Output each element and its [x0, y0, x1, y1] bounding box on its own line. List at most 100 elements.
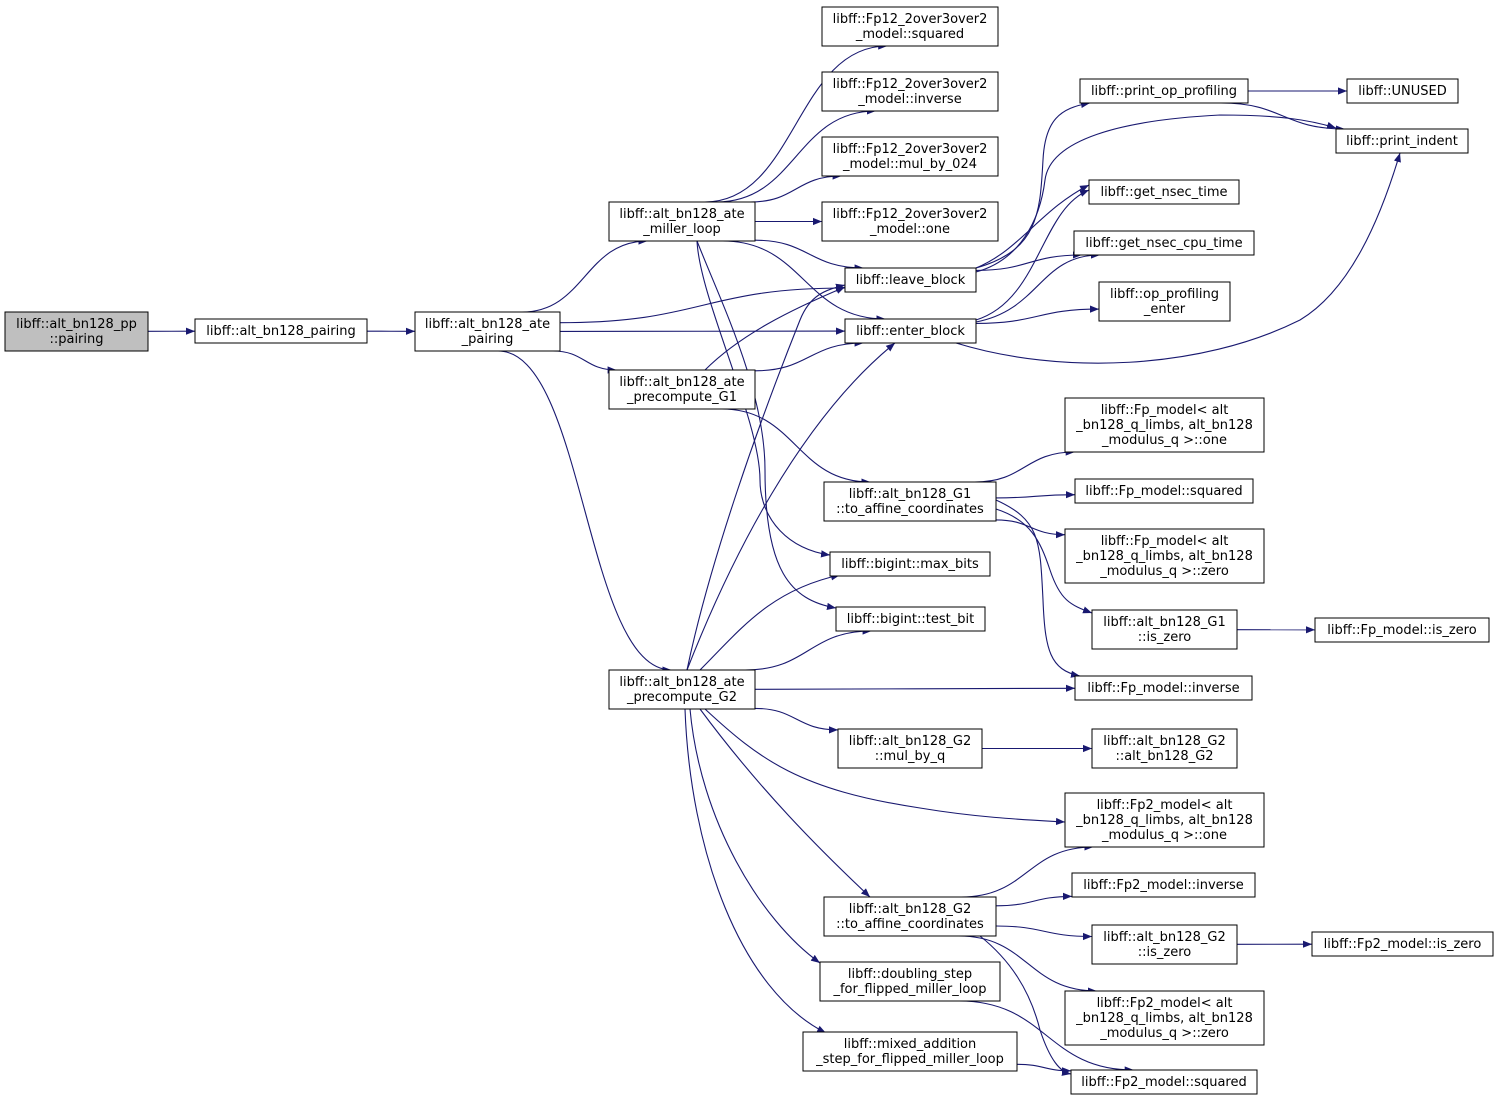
edge-arrow: [995, 491, 1076, 499]
edge-miller_loop-to-fp12_mul024: [750, 172, 842, 203]
node-box[interactable]: [802, 1031, 1018, 1072]
node-fp-is-zero[interactable]: libff::Fp_model::is_zero: [1314, 617, 1490, 643]
node-box[interactable]: [823, 896, 997, 937]
node-doubling[interactable]: libff::doubling_step_for_flipped_miller_…: [819, 961, 1001, 1002]
node-label: _modulus_q >::one: [1101, 433, 1227, 448]
node-mixed-add[interactable]: libff::mixed_addition_step_for_flipped_m…: [802, 1031, 1018, 1072]
node-box[interactable]: [414, 311, 561, 352]
node-fp2-inverse[interactable]: libff::Fp2_model::inverse: [1071, 872, 1256, 898]
node-label: _model::inverse: [857, 92, 961, 107]
node-box[interactable]: [821, 6, 999, 47]
node-pp-pairing[interactable]: libff::alt_bn128_pp::pairing: [4, 311, 149, 352]
node-fp12-squared[interactable]: libff::Fp12_2over3over2_model::squared: [821, 6, 999, 47]
node-box[interactable]: [1091, 924, 1238, 965]
node-ate-pairing[interactable]: libff::alt_bn128_ate_pairing: [414, 311, 561, 352]
node-fp-one[interactable]: libff::Fp_model< alt_bn128_q_limbs, alt_…: [1064, 397, 1265, 453]
node-nsec[interactable]: libff::get_nsec_time: [1088, 179, 1240, 205]
edge-pre_g2-to-max_bits: [699, 573, 841, 671]
edge-arrow: [958, 935, 1097, 995]
node-label: ::to_affine_coordinates: [836, 917, 984, 932]
node-test-bit[interactable]: libff::bigint::test_bit: [835, 606, 986, 632]
node-box[interactable]: [1064, 528, 1265, 584]
node-box[interactable]: [1064, 990, 1265, 1046]
node-box[interactable]: [1073, 230, 1255, 256]
edge-arrow: [559, 284, 846, 324]
node-g2-is-zero[interactable]: libff::alt_bn128_G2::is_zero: [1091, 924, 1238, 965]
node-box[interactable]: [1079, 78, 1249, 104]
node-label: ::alt_bn128_G2: [1115, 749, 1213, 764]
node-op-enter[interactable]: libff::op_profiling_enter: [1098, 281, 1231, 322]
node-miller-loop[interactable]: libff::alt_bn128_ate_miller_loop: [608, 201, 756, 242]
node-label: _modulus_q >::zero: [1099, 1026, 1229, 1041]
edge-arrow: [754, 339, 864, 372]
edge-leave-to-print_op: [975, 100, 1091, 269]
node-box[interactable]: [821, 136, 999, 177]
node-box[interactable]: [821, 71, 999, 112]
node-box[interactable]: [608, 201, 756, 242]
node-label: libff::Fp2_model::is_zero: [1324, 937, 1482, 952]
node-fp12-one[interactable]: libff::Fp12_2over3over2_model::one: [821, 201, 999, 242]
node-max-bits[interactable]: libff::bigint::max_bits: [829, 551, 991, 577]
node-pre-g1[interactable]: libff::alt_bn128_ate_precompute_G1: [608, 369, 756, 410]
node-box[interactable]: [1088, 179, 1240, 205]
node-fp2-is-zero[interactable]: libff::Fp2_model::is_zero: [1311, 931, 1494, 957]
node-box[interactable]: [821, 201, 999, 242]
node-box[interactable]: [829, 551, 991, 577]
node-leave[interactable]: libff::leave_block: [844, 267, 977, 293]
node-box[interactable]: [1091, 728, 1238, 769]
node-box[interactable]: [1064, 792, 1265, 848]
node-box[interactable]: [1314, 617, 1490, 643]
node-fp2-one[interactable]: libff::Fp2_model< alt_bn128_q_limbs, alt…: [1064, 792, 1265, 848]
node-nsec-cpu[interactable]: libff::get_nsec_cpu_time: [1073, 230, 1255, 256]
node-box[interactable]: [837, 728, 983, 769]
node-box[interactable]: [1335, 128, 1469, 154]
node-box[interactable]: [844, 318, 977, 344]
node-g1-is-zero[interactable]: libff::alt_bn128_G1::is_zero: [1091, 609, 1238, 650]
node-box[interactable]: [1074, 675, 1253, 701]
node-box[interactable]: [823, 481, 997, 522]
node-g2-affine[interactable]: libff::alt_bn128_G2::to_affine_coordinat…: [823, 896, 997, 937]
node-fp2-zero[interactable]: libff::Fp2_model< alt_bn128_q_limbs, alt…: [1064, 990, 1265, 1046]
node-box[interactable]: [835, 606, 986, 632]
node-unused[interactable]: libff::UNUSED: [1346, 78, 1459, 104]
edge-arrow: [699, 573, 841, 671]
node-box[interactable]: [194, 318, 368, 344]
node-print-op[interactable]: libff::print_op_profiling: [1079, 78, 1249, 104]
node-box[interactable]: [1098, 281, 1231, 322]
node-box[interactable]: [844, 267, 977, 293]
node-label: libff::Fp2_model< alt: [1097, 798, 1233, 813]
node-fp-inverse[interactable]: libff::Fp_model::inverse: [1074, 675, 1253, 701]
node-box[interactable]: [1091, 609, 1238, 650]
node-label: ::to_affine_coordinates: [836, 502, 984, 517]
node-box[interactable]: [1070, 1069, 1258, 1095]
node-pre-g2[interactable]: libff::alt_bn128_ate_precompute_G2: [608, 669, 756, 710]
node-fp-squared[interactable]: libff::Fp_model::squared: [1074, 478, 1254, 504]
node-box[interactable]: [1071, 872, 1256, 898]
edge-arrow: [716, 107, 876, 203]
node-fp12-mul024[interactable]: libff::Fp12_2over3over2_model::mul_by_02…: [821, 136, 999, 177]
node-print-indent[interactable]: libff::print_indent: [1335, 128, 1469, 154]
node-g2-mul-q[interactable]: libff::alt_bn128_G2::mul_by_q: [837, 728, 983, 769]
node-label: libff::Fp_model< alt: [1101, 403, 1229, 418]
edge-g2_affine-to-g2_is_zero: [995, 925, 1093, 941]
node-box[interactable]: [819, 961, 1001, 1002]
node-box[interactable]: [608, 369, 756, 410]
node-label: libff::Fp_model::inverse: [1087, 681, 1239, 696]
node-pairing[interactable]: libff::alt_bn128_pairing: [194, 318, 368, 344]
edge-arrow: [995, 892, 1073, 907]
node-fp-zero[interactable]: libff::Fp_model< alt_bn128_q_limbs, alt_…: [1064, 528, 1265, 584]
node-g1-affine[interactable]: libff::alt_bn128_G1::to_affine_coordinat…: [823, 481, 997, 522]
node-fp2-squared[interactable]: libff::Fp2_model::squared: [1070, 1069, 1258, 1095]
node-fp12-inverse[interactable]: libff::Fp12_2over3over2_model::inverse: [821, 71, 999, 112]
node-box[interactable]: [1346, 78, 1459, 104]
node-enter[interactable]: libff::enter_block: [844, 318, 977, 344]
node-box[interactable]: [608, 669, 756, 710]
edge-g2_affine-to-fp2_zero: [958, 935, 1097, 995]
node-label: libff::Fp12_2over3over2: [833, 12, 988, 27]
node-box[interactable]: [1074, 478, 1254, 504]
node-box[interactable]: [1064, 397, 1265, 453]
node-box[interactable]: [1311, 931, 1494, 957]
node-box[interactable]: [4, 311, 149, 352]
node-g2-ctor[interactable]: libff::alt_bn128_G2::alt_bn128_G2: [1091, 728, 1238, 769]
